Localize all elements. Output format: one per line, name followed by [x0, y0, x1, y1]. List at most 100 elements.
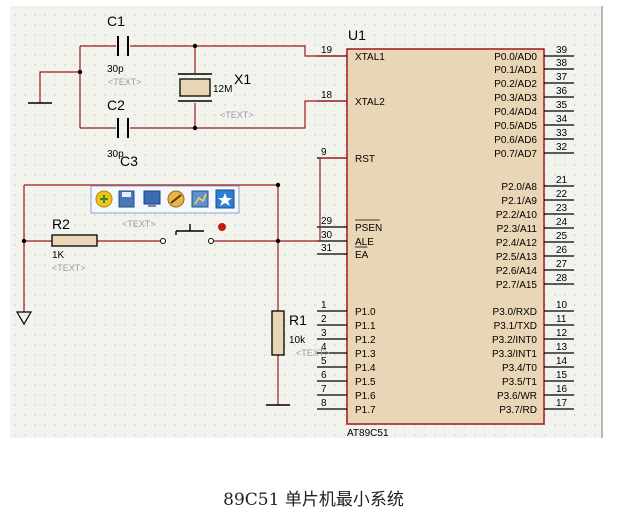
pin-name: P2.2/A10: [496, 210, 538, 221]
r2-text-label: <TEXT>: [52, 263, 86, 273]
pin-number: 22: [556, 189, 568, 200]
pin-name: P3.4/T0: [502, 363, 537, 374]
wire-c2-net: [80, 100, 347, 129]
u1-chip-body[interactable]: [346, 48, 545, 425]
c3-text-label: <TEXT>: [122, 219, 156, 229]
pin-icon[interactable]: [215, 189, 235, 209]
pin-number: 5: [321, 356, 327, 367]
add-icon[interactable]: [95, 190, 113, 208]
wire-rst-net: [278, 157, 347, 242]
pin-name: P2.1/A9: [501, 196, 537, 207]
crystal-x1[interactable]: [178, 73, 212, 102]
pin-8[interactable]: 8P1.7: [317, 398, 376, 416]
pin-number: 8: [321, 398, 327, 409]
pin-name: PSEN: [355, 223, 382, 234]
pin-5[interactable]: 5P1.4: [317, 356, 376, 374]
pin-name: P2.5/A13: [496, 252, 538, 263]
u1-left-pins: 19XTAL118XTAL29RST29PSEN30ALE31EA1P1.02P…: [317, 45, 385, 416]
pin-name: P1.4: [355, 363, 376, 374]
pin-number: 1: [321, 300, 327, 311]
capacitor-c1[interactable]: [117, 36, 129, 56]
pin-name: RST: [355, 154, 375, 165]
wire-c1-net: [80, 45, 347, 57]
pin-name: P3.3/INT1: [492, 349, 537, 360]
pin-name: P2.6/A14: [496, 266, 538, 277]
pin-number: 14: [556, 356, 568, 367]
button-state-indicator[interactable]: [218, 223, 226, 231]
u1-right-pins: 39P0.0/AD038P0.1/AD137P0.2/AD236P0.3/AD3…: [492, 45, 574, 416]
c1-ref-label: C1: [107, 13, 125, 29]
pin-name: P0.5/AD5: [494, 121, 537, 132]
pin-name: P0.4/AD4: [494, 107, 537, 118]
pin-name: P1.6: [355, 391, 376, 402]
pin-6[interactable]: 6P1.5: [317, 370, 376, 388]
pin-number: 37: [556, 72, 568, 83]
capacitor-c2[interactable]: [117, 118, 129, 138]
floating-toolbar: [90, 185, 240, 214]
pin-4[interactable]: 4P1.3: [317, 342, 376, 360]
pin-number: 6: [321, 370, 327, 381]
save-icon[interactable]: [118, 190, 135, 208]
c2-value-label: 30p: [107, 149, 124, 160]
pin-1[interactable]: 1P1.0: [317, 300, 376, 318]
pin-name: P2.0/A8: [501, 182, 537, 193]
resistor-r1[interactable]: [271, 310, 285, 356]
x1-value-label: 12M: [213, 84, 232, 95]
junction-dot: [192, 125, 198, 131]
c1-text-label: <TEXT>: [108, 77, 142, 87]
pin-name: EA: [355, 250, 369, 261]
tools-icon[interactable]: [167, 190, 185, 208]
c2-ref-label: C2: [107, 97, 125, 113]
r1-ref-label: R1: [289, 312, 307, 328]
reset-push-button[interactable]: [160, 224, 214, 244]
pin-3[interactable]: 3P1.2: [317, 328, 376, 346]
pin-name: P1.3: [355, 349, 376, 360]
junction-dot: [21, 238, 27, 244]
pin-number: 13: [556, 342, 568, 353]
pin-name: P3.1/TXD: [494, 321, 537, 332]
pin-2[interactable]: 2P1.1: [317, 314, 376, 332]
pin-number: 7: [321, 384, 327, 395]
resistor-r2[interactable]: [51, 234, 98, 247]
figure-caption: 89C51 单片机最小系统: [223, 490, 404, 510]
pin-number: 10: [556, 300, 568, 311]
junction-dot: [275, 238, 281, 244]
x1-ref-label: X1: [234, 71, 251, 87]
pin-name: P2.3/A11: [497, 224, 538, 235]
pin-number: 27: [556, 259, 568, 270]
pin-number: 11: [556, 314, 567, 325]
monitor-icon[interactable]: [143, 190, 161, 207]
pin-name: P1.5: [355, 377, 376, 388]
pin-name: P1.7: [355, 405, 376, 416]
chart-icon[interactable]: [191, 190, 209, 208]
pin-number: 34: [556, 114, 568, 125]
pin-7[interactable]: 7P1.6: [317, 384, 376, 402]
